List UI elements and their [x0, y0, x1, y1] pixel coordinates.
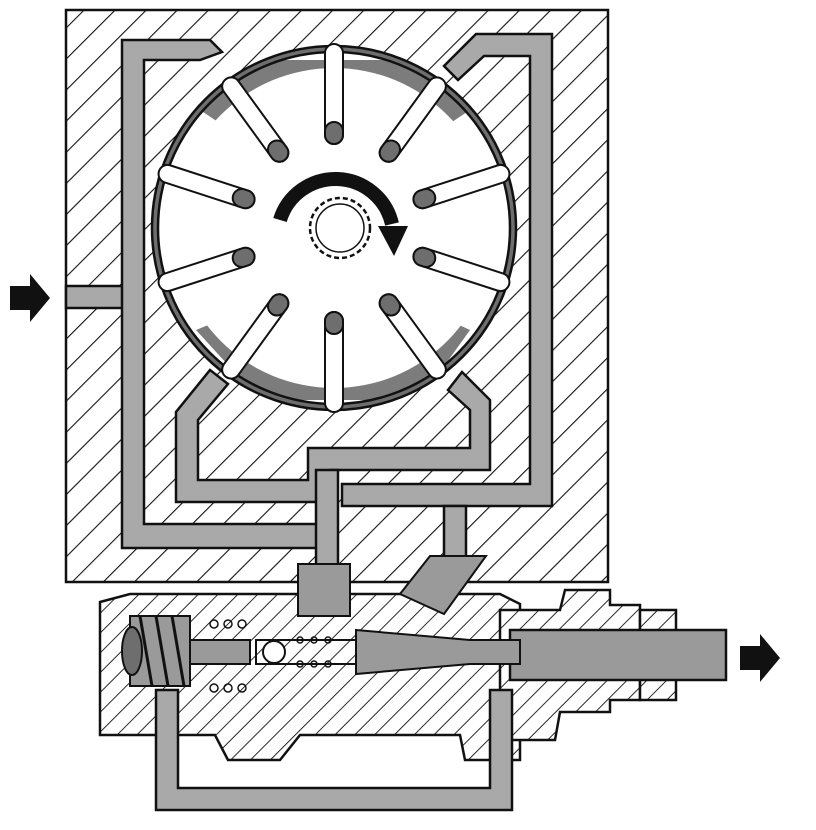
- vane: [378, 76, 447, 163]
- rotor-vanes: [157, 43, 511, 413]
- fluid-channels: [64, 32, 554, 572]
- vane: [412, 246, 511, 293]
- vane: [324, 43, 344, 145]
- inlet-arrow-icon: [10, 274, 50, 322]
- vane: [221, 76, 290, 163]
- vane: [157, 246, 256, 293]
- vane: [378, 293, 447, 380]
- rotation-arrow-icon: [273, 171, 408, 256]
- bypass-channel: [154, 688, 514, 812]
- drive-shaft: [308, 196, 372, 260]
- outlet-fitting: [498, 588, 728, 742]
- vane: [412, 163, 511, 210]
- vane: [157, 163, 256, 210]
- vane: [324, 311, 344, 413]
- vane: [221, 293, 290, 380]
- outlet-arrow-icon: [740, 634, 780, 682]
- relief-valve: [121, 555, 521, 693]
